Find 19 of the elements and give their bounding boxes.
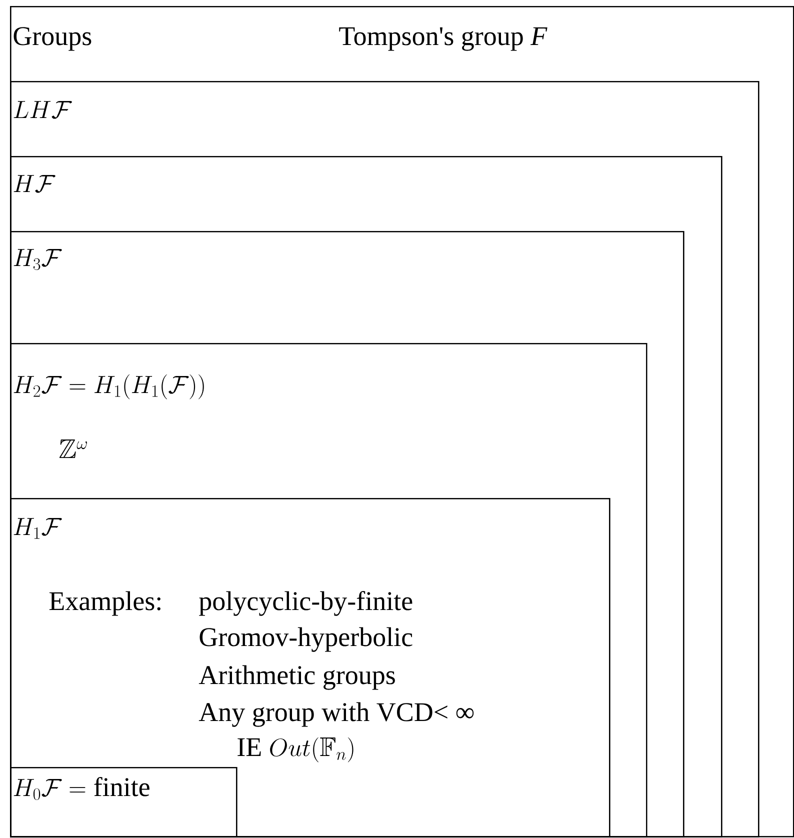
group-label: Groups [14,27,92,51]
group-label: $H_1\mathcal{F}$ [14,518,62,539]
group-box [10,498,610,838]
example-text: Any group with VCD< ∞ [198,702,474,727]
example-text: $\text{IE } Out(\mathbb{F}_n)$ [238,737,354,762]
group-label: $H_2\mathcal{F} = H_1(H_1(\mathcal{F}))$ [14,374,204,400]
group-box [10,343,648,838]
example-text: Examples: [49,591,160,616]
example-text: Tompson's group F [339,27,548,51]
group-box [10,767,238,838]
group-label: $LH\mathcal{F}$ [14,100,72,119]
group-label: $H\mathcal{F}$ [14,174,56,193]
example-text: Arithmetic groups [198,665,395,690]
example-text: polycyclic-by-finite [199,591,412,616]
example-text: Gromov-hyperbolic [200,627,412,652]
group-label: $H_3\mathcal{F}$ [14,248,62,270]
group-label: $\mathbb{Z}^\omega$ [59,440,87,458]
group-box [10,231,684,838]
group-label: $H_0\mathcal{F} =\text{finite}$ [14,777,150,800]
